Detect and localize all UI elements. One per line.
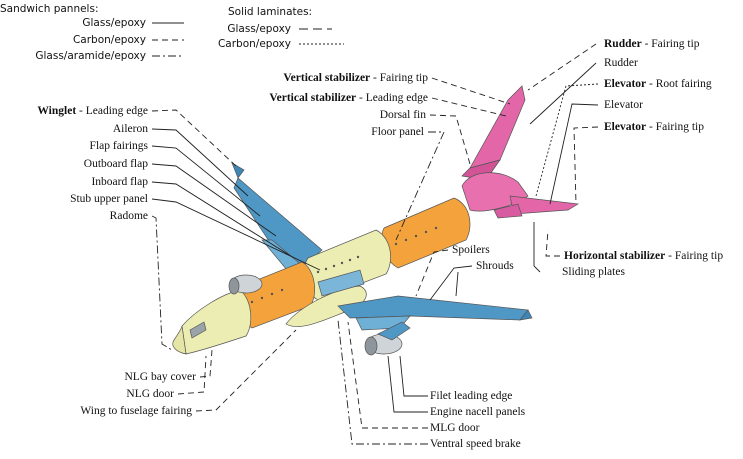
aircraft-illustration [172, 85, 580, 356]
winglet [231, 162, 245, 179]
near-wing [337, 295, 529, 321]
label-vstab-leading-edge: Vertical stabilizer - Leading edge [269, 92, 428, 104]
legend-laminates-carbon-epoxy: Carbon/epoxy [218, 38, 291, 50]
legend-laminates-glass-epoxy: Glass/epoxy [227, 23, 291, 35]
label-engine-nacell-panels: Engine nacell panels [430, 406, 526, 418]
label-aileron: Aileron [113, 123, 148, 135]
label-outboard-flap: Outboard flap [84, 158, 148, 170]
forward-fuselage [181, 289, 252, 355]
label-shrouds: Shrouds [476, 260, 514, 272]
legend-sandwich-glass-epoxy: Glass/epoxy [82, 17, 146, 29]
label-ventral-speed-brake: Ventral speed brake [430, 438, 521, 450]
label-elevator-fairing-tip: Elevator - Fairing tip [604, 121, 704, 133]
labels: Rudder - Fairing tip Rudder Elevator - R… [37, 38, 723, 450]
elevator-root [493, 203, 523, 219]
label-floor-panel: Floor panel [371, 126, 424, 138]
label-filet-leading-edge: Filet leading edge [430, 390, 512, 402]
label-rudder: Rudder [604, 57, 638, 69]
label-radome: Radome [110, 210, 148, 222]
radome [172, 325, 187, 355]
label-nlg-bay-cover: NLG bay cover [124, 371, 196, 383]
near-winglet [519, 309, 533, 321]
label-vstab-fairing-tip: Vertical stabilizer - Fairing tip [283, 72, 428, 84]
label-spoilers: Spoilers [452, 244, 490, 256]
legend-sandwich-carbon-epoxy: Carbon/epoxy [73, 34, 146, 46]
far-engine [228, 274, 263, 295]
label-inboard-flap: Inboard flap [91, 176, 148, 188]
legend: Sandwich pannels: Glass/epoxy Carbon/epo… [0, 3, 344, 62]
label-mlg-door: MLG door [430, 422, 480, 434]
vertical-tail [469, 85, 526, 169]
label-hstab-fairing-tip: Horizontal stabilizer - Fairing tip [564, 250, 723, 262]
label-wing-fuselage-fairing: Wing to fuselage fairing [80, 405, 192, 417]
label-elevator-root-fairing: Elevator - Root fairing [604, 78, 712, 90]
legend-laminates-title: Solid laminates: [228, 6, 312, 18]
label-winglet-leading-edge: Winglet - Leading edge [37, 105, 148, 117]
legend-sandwich-glass-aramide: Glass/aramide/epoxy [35, 50, 146, 62]
label-stub-upper-panel: Stub upper panel [70, 193, 148, 205]
label-dorsal-fin: Dorsal fin [380, 109, 427, 121]
leader-lines [151, 43, 599, 445]
label-flap-fairings: Flap fairings [90, 140, 149, 152]
fairing [285, 285, 367, 327]
stub-panel [317, 269, 365, 297]
cockpit-window [189, 321, 207, 339]
label-elevator: Elevator [604, 99, 643, 111]
legend-sandwich-title: Sandwich pannels: [0, 3, 98, 15]
label-rudder-fairing-tip: Rudder - Fairing tip [604, 38, 700, 50]
near-engine [364, 321, 411, 356]
label-nlg-door: NLG door [126, 388, 174, 400]
label-sliding-plates: Sliding plates [562, 266, 625, 278]
